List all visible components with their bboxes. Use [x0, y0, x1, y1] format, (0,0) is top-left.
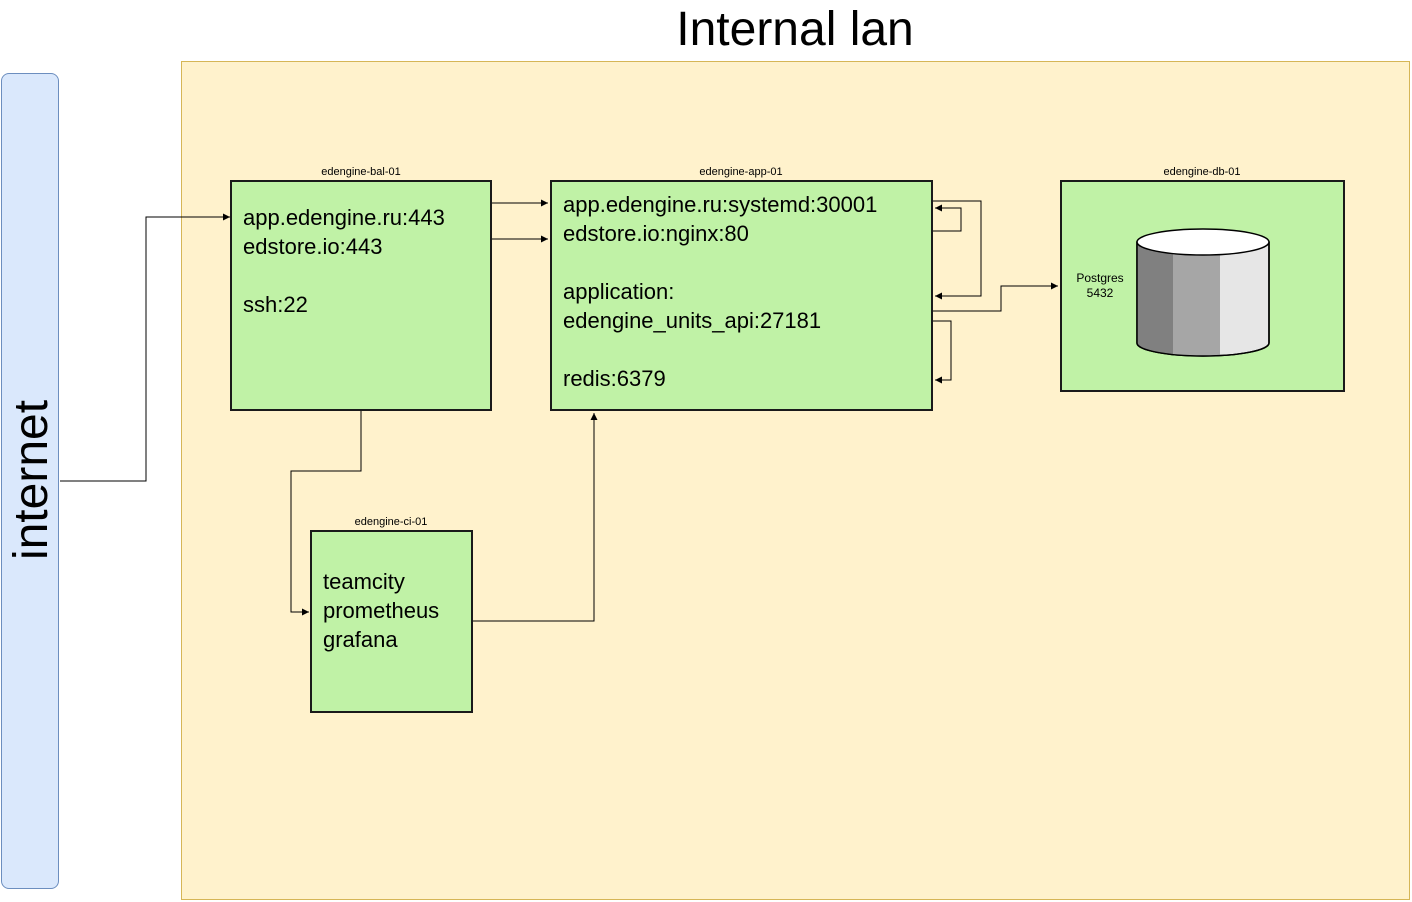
app-service-systemd: app.edengine.ru:systemd:30001 — [563, 192, 878, 217]
db-server-caption: edengine-db-01 — [1163, 166, 1241, 178]
bal-service-app: app.edengine.ru:443 — [243, 205, 445, 230]
edge-app-self-loop-2 — [933, 200, 982, 300]
ci-service-grafana: grafana — [323, 627, 398, 652]
bal-server-box[interactable] — [230, 180, 492, 411]
ci-server-box[interactable] — [310, 530, 473, 713]
ci-service-prometheus: prometheus — [323, 598, 440, 623]
app-server-caption: edengine-app-01 — [699, 166, 783, 178]
app-service-nginx: edstore.io:nginx:80 — [563, 221, 749, 246]
ci-server-caption: edengine-ci-01 — [354, 516, 428, 528]
edge-bal-to-ci — [290, 411, 362, 616]
edge-app-to-db — [933, 282, 1058, 312]
postgres-port: 5432 — [1086, 286, 1114, 300]
ci-service-teamcity: teamcity — [323, 569, 405, 594]
app-server-box[interactable] — [550, 180, 933, 411]
app-service-units-api: edengine_units_api:27181 — [563, 308, 822, 333]
database-icon — [1136, 228, 1270, 357]
bal-service-edstore: edstore.io:443 — [243, 234, 383, 259]
internet-zone — [1, 73, 59, 889]
app-service-redis: redis:6379 — [563, 366, 666, 391]
app-service-application-label: application: — [563, 279, 675, 304]
edge-ci-to-app — [473, 413, 598, 622]
bal-server-caption: edengine-bal-01 — [321, 166, 401, 178]
edge-internet-to-bal — [60, 213, 230, 482]
bal-service-ssh: ssh:22 — [243, 292, 308, 317]
edge-app-self-loop-1 — [933, 204, 962, 232]
edge-app-self-loop-3 — [933, 320, 952, 384]
postgres-label: Postgres — [1076, 271, 1124, 285]
lan-title: Internal lan — [676, 3, 914, 56]
